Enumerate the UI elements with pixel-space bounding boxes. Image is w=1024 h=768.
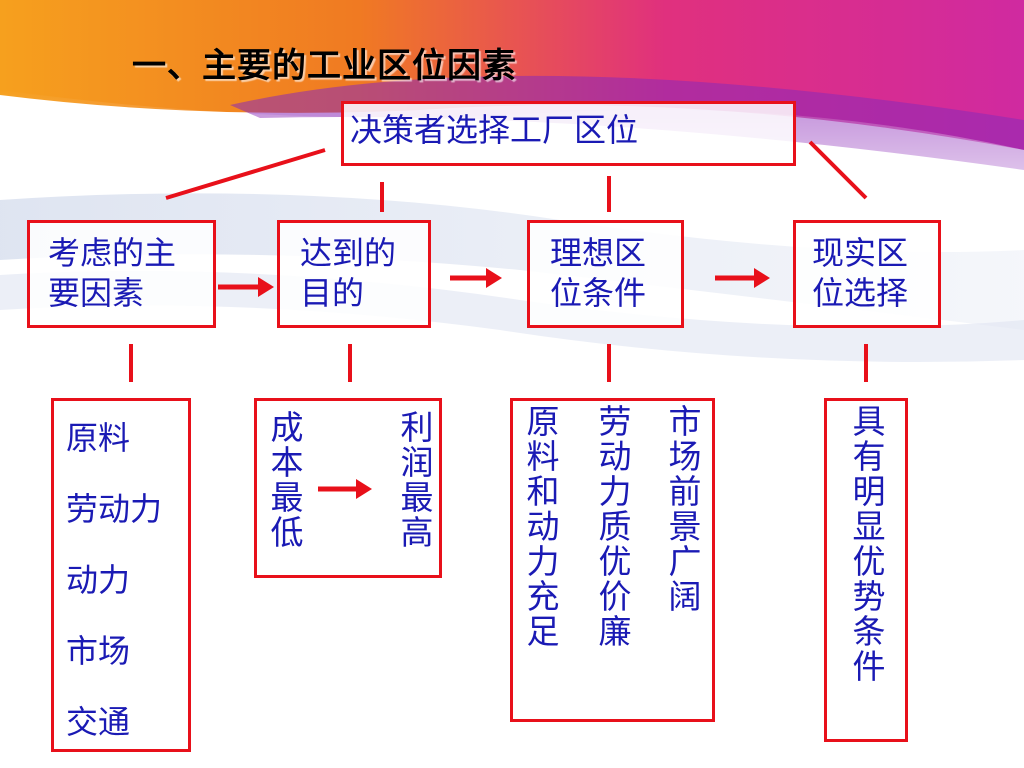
- ideal-text-3: 市场前景广阔: [663, 404, 702, 614]
- reality-text: 具有明显优势条件: [847, 404, 886, 684]
- ideal-text-1: 原料和动力充足: [521, 404, 560, 649]
- ideal-detail-box: [510, 398, 715, 722]
- ideal-label: 理想区 位条件: [550, 234, 647, 312]
- ideal-text-2: 劳动力质优价廉: [593, 404, 632, 649]
- goal-left-text: 成本最低: [265, 410, 304, 550]
- reality-detail-box: [824, 398, 908, 742]
- factor-item-transport: 交通: [66, 703, 131, 741]
- factor-item-power: 动力: [66, 561, 131, 599]
- reality-box: 现实区 位选择: [793, 220, 941, 328]
- factor-list-box: 原料 劳动力 动力 市场 交通: [51, 398, 191, 752]
- factor-item-market: 市场: [66, 632, 131, 670]
- decision-label: 决策者选择工厂区位: [350, 111, 639, 149]
- decision-box: 决策者选择工厂区位: [341, 101, 796, 166]
- factor-label: 考虑的主 要因素: [48, 234, 177, 312]
- goal-label: 达到的 目的: [300, 234, 397, 312]
- factor-item-raw-material: 原料: [66, 419, 131, 457]
- factor-item-labor: 劳动力: [66, 490, 163, 528]
- ideal-box: 理想区 位条件: [527, 220, 684, 328]
- page-title: 一、主要的工业区位因素: [132, 46, 517, 86]
- goal-box: 达到的 目的: [277, 220, 431, 328]
- goal-right-text: 利润最高: [395, 410, 434, 550]
- reality-label: 现实区 位选择: [812, 234, 909, 312]
- factor-box: 考虑的主 要因素: [27, 220, 216, 328]
